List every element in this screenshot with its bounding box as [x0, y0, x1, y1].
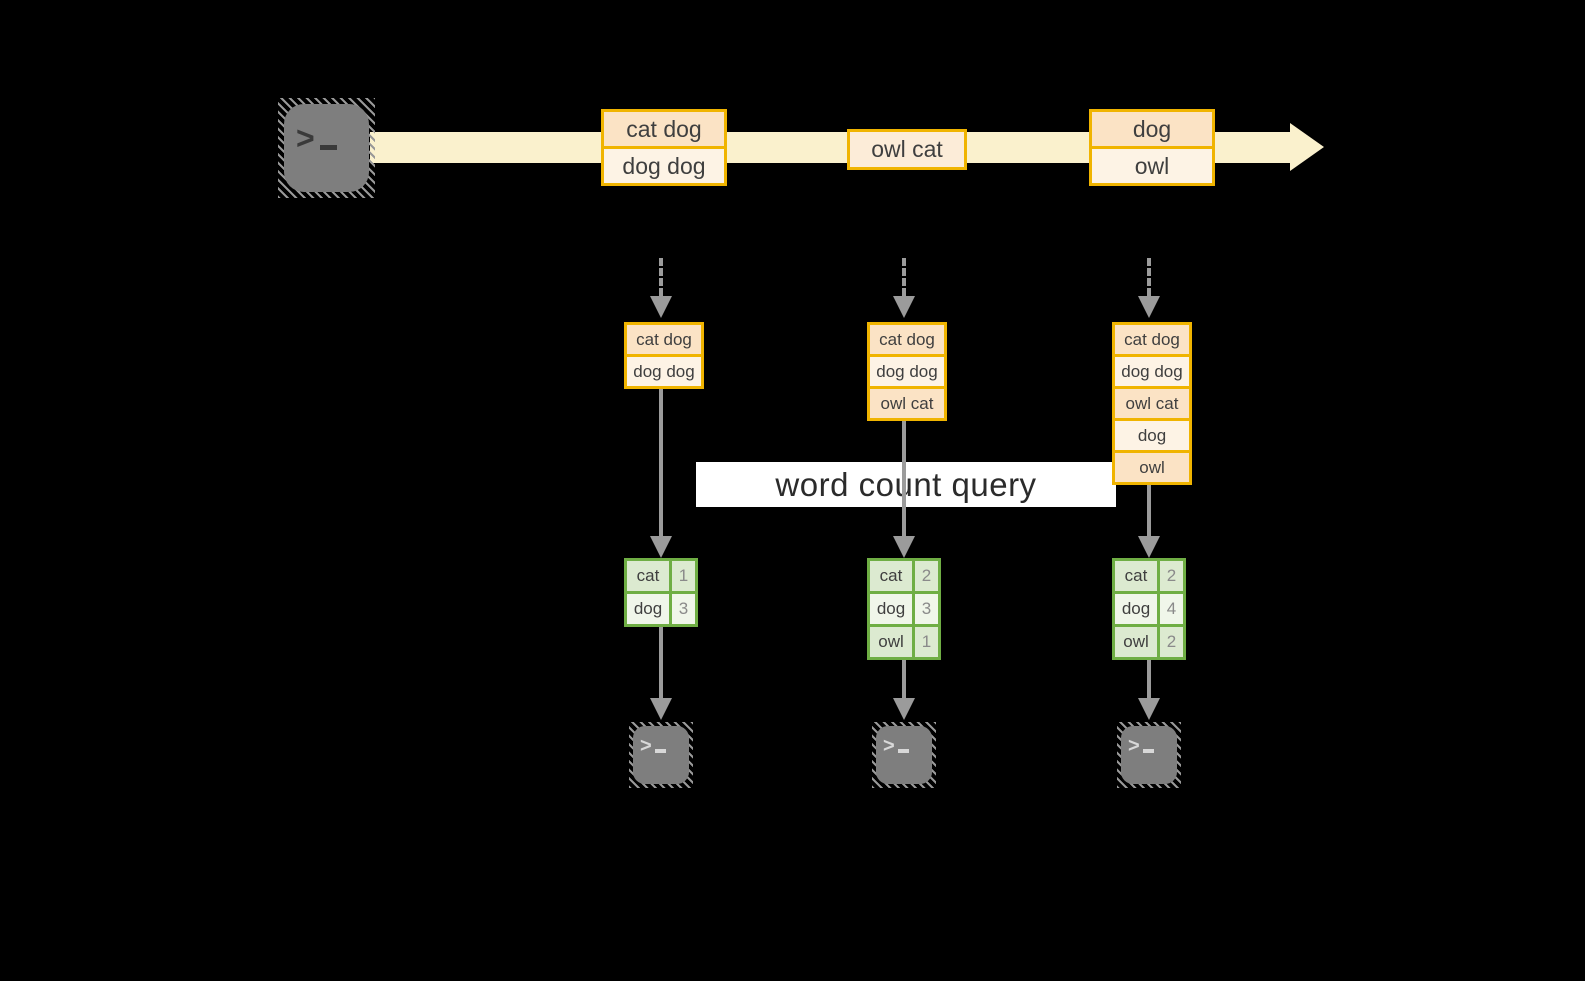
- count-word: owl: [870, 627, 912, 657]
- query-label: word count query: [696, 462, 1116, 507]
- count-word: dog: [870, 594, 912, 624]
- count-value: 2: [1160, 627, 1183, 657]
- terminal-sink-icon-1: >: [629, 722, 693, 788]
- buffer-line: owl cat: [1115, 389, 1189, 418]
- query-arrow-head-3: [1138, 536, 1160, 558]
- ingest-arrow-shaft-3: [1147, 258, 1151, 296]
- event-line: dog dog: [604, 149, 724, 183]
- terminal-sink-icon-3: >: [1117, 722, 1181, 788]
- prompt-icon: >: [640, 736, 666, 756]
- terminal-body: [633, 726, 689, 784]
- output-arrow-head-3: [1138, 698, 1160, 720]
- ingest-arrow-shaft-1: [659, 258, 663, 296]
- ingest-arrow-head-2: [893, 296, 915, 318]
- ingest-arrow-head-1: [650, 296, 672, 318]
- event-line: dog: [1092, 112, 1212, 146]
- terminal-source-icon: >: [278, 98, 375, 198]
- output-arrow-head-2: [893, 698, 915, 720]
- count-value: 2: [915, 561, 938, 591]
- count-word: owl: [1115, 627, 1157, 657]
- stream-event-2: owl cat: [847, 129, 967, 170]
- buffer-line: cat dog: [627, 325, 701, 354]
- query-arrow-shaft-3: [1147, 485, 1151, 536]
- terminal-sink-icon-2: >: [872, 722, 936, 788]
- output-arrow-shaft-3: [1147, 660, 1151, 698]
- buffer-stack-2: cat dog dog dog owl cat: [867, 322, 947, 421]
- prompt-icon: >: [883, 736, 909, 756]
- terminal-body: [876, 726, 932, 784]
- count-table-1: cat 1 dog 3: [624, 558, 698, 627]
- chevron-right-icon: >: [1128, 735, 1140, 757]
- count-value: 4: [1160, 594, 1183, 624]
- underscore-icon: [319, 145, 337, 150]
- buffer-line: dog: [1115, 421, 1189, 450]
- terminal-body: [1121, 726, 1177, 784]
- count-word: cat: [627, 561, 669, 591]
- count-value: 1: [672, 561, 695, 591]
- buffer-stack-3: cat dog dog dog owl cat dog owl: [1112, 322, 1192, 485]
- count-value: 3: [915, 594, 938, 624]
- buffer-line: dog dog: [627, 357, 701, 386]
- prompt-icon: >: [296, 122, 337, 154]
- count-table-3: cat 2 dog 4 owl 2: [1112, 558, 1186, 660]
- event-line: cat dog: [604, 112, 724, 146]
- underscore-icon: [897, 749, 909, 753]
- chevron-right-icon: >: [640, 735, 652, 757]
- event-line: owl: [1092, 149, 1212, 183]
- buffer-line: cat dog: [870, 325, 944, 354]
- output-arrow-head-1: [650, 698, 672, 720]
- count-word: cat: [870, 561, 912, 591]
- count-value: 2: [1160, 561, 1183, 591]
- count-word: dog: [627, 594, 669, 624]
- ingest-arrow-head-3: [1138, 296, 1160, 318]
- chevron-right-icon: >: [296, 120, 315, 156]
- count-value: 1: [915, 627, 938, 657]
- buffer-line: dog dog: [1115, 357, 1189, 386]
- stream-event-1: cat dog dog dog: [601, 109, 727, 186]
- event-line: owl cat: [850, 132, 964, 167]
- buffer-stack-1: cat dog dog dog: [624, 322, 704, 389]
- chevron-right-icon: >: [883, 735, 895, 757]
- count-table-2: cat 2 dog 3 owl 1: [867, 558, 941, 660]
- output-arrow-shaft-1: [659, 627, 663, 698]
- buffer-line: owl cat: [870, 389, 944, 418]
- count-word: cat: [1115, 561, 1157, 591]
- buffer-line: dog dog: [870, 357, 944, 386]
- stream-event-3: dog owl: [1089, 109, 1215, 186]
- prompt-icon: >: [1128, 736, 1154, 756]
- query-arrow-shaft-2: [902, 421, 906, 536]
- ingest-arrow-shaft-2: [902, 258, 906, 296]
- output-arrow-shaft-2: [902, 660, 906, 698]
- query-arrow-head-2: [893, 536, 915, 558]
- underscore-icon: [654, 749, 666, 753]
- stream-arrowhead-icon: [1290, 123, 1324, 171]
- buffer-line: owl: [1115, 453, 1189, 482]
- count-word: dog: [1115, 594, 1157, 624]
- underscore-icon: [1142, 749, 1154, 753]
- buffer-line: cat dog: [1115, 325, 1189, 354]
- query-arrow-head-1: [650, 536, 672, 558]
- query-arrow-shaft-1: [659, 389, 663, 536]
- count-value: 3: [672, 594, 695, 624]
